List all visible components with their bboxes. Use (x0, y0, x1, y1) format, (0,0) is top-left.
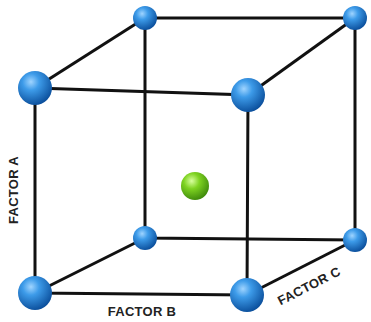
cube-edge (35, 18, 145, 88)
corner-atom (133, 226, 157, 250)
corner-atom (230, 278, 264, 312)
front-face (35, 88, 248, 295)
corner-atom (231, 78, 265, 112)
corner-atom (343, 228, 367, 252)
center-atom (181, 172, 209, 200)
corner-atom (18, 71, 52, 105)
axis-label: FACTOR B (108, 305, 177, 318)
cube-edge (35, 238, 145, 293)
corner-atom (133, 6, 157, 30)
axis-label: FACTOR C (275, 265, 342, 308)
corner-atom (343, 6, 367, 30)
cube-edges (35, 18, 355, 295)
cube-edge (248, 18, 355, 95)
back-face (145, 18, 355, 240)
axis-label: FACTOR A (7, 156, 20, 224)
corner-atom (18, 276, 52, 310)
